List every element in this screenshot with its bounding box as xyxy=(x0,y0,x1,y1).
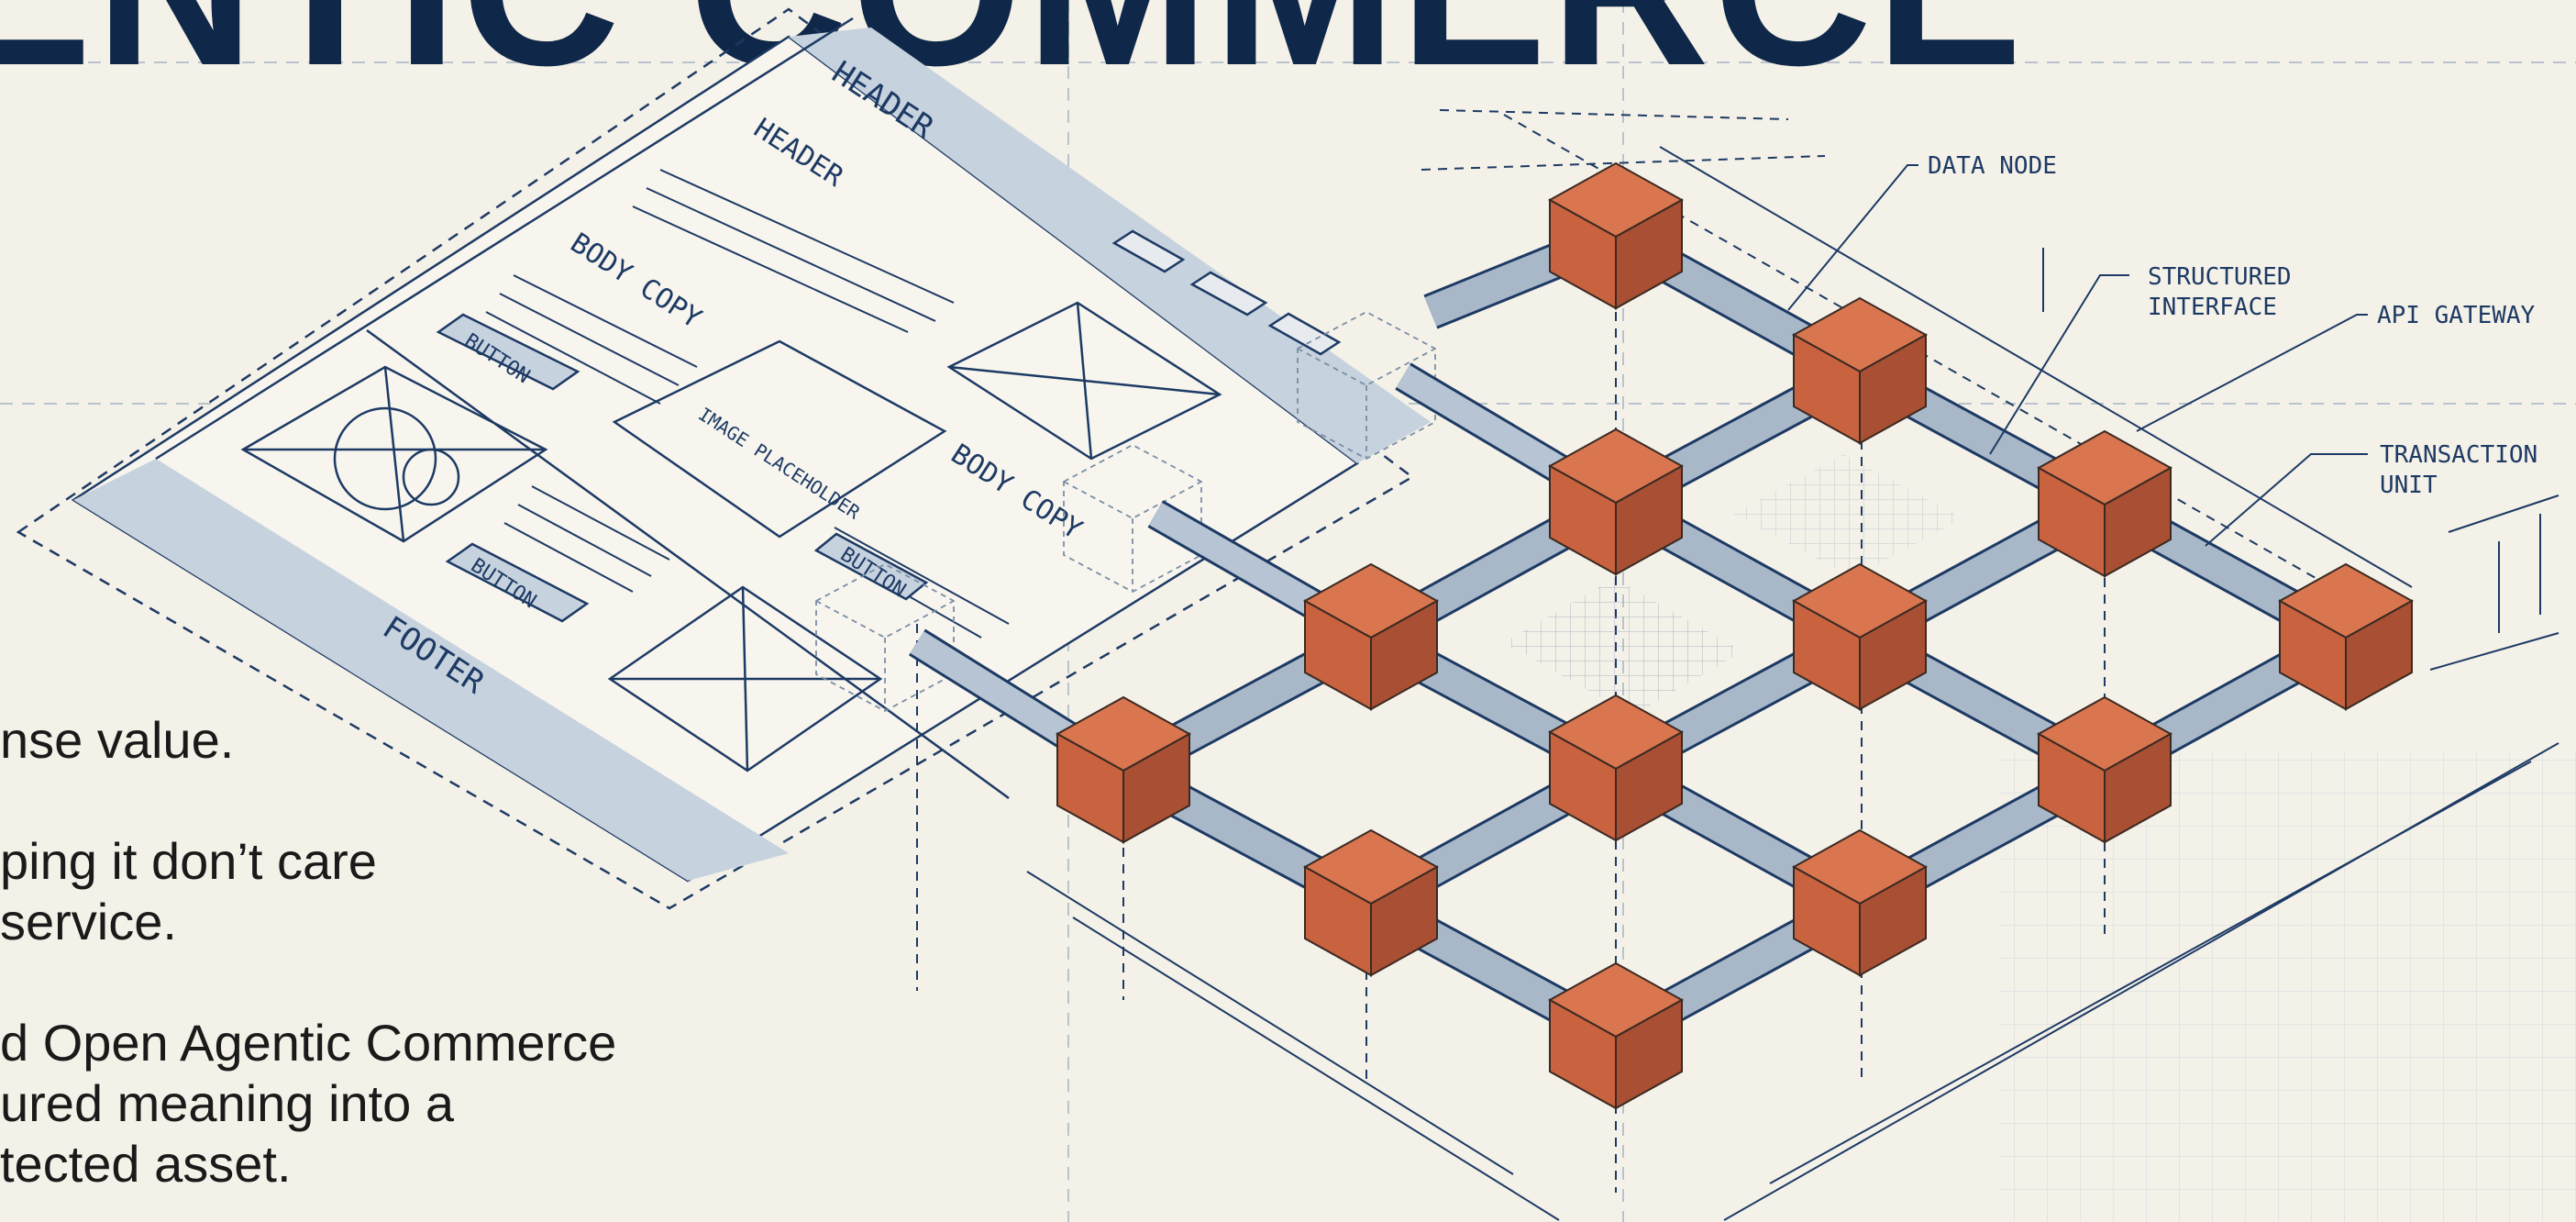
paragraph-3-line-2: ured meaning into a xyxy=(0,1074,455,1132)
paragraph-2-line-1: ping it don’t care xyxy=(0,832,377,890)
wireframe-header-band xyxy=(789,28,1431,463)
cube-right-face xyxy=(1370,865,1438,977)
wireframe-footer-band xyxy=(73,459,789,881)
paragraph-3-line-3: tected asset. xyxy=(0,1135,292,1193)
paragraph-2-line-2: service. xyxy=(0,893,177,950)
cube-right-face xyxy=(1859,333,1927,445)
callout-api-gateway: API GATEWAY xyxy=(2377,302,2536,329)
wireframe-nav-pill-1 xyxy=(1111,229,1186,273)
data-node-cube-1 xyxy=(1547,161,1685,310)
data-node-cube-3 xyxy=(2036,429,2173,578)
callout-transaction-unit-line-1: TRANSACTION xyxy=(2380,441,2537,469)
data-node-cube-8 xyxy=(1302,562,1440,711)
cube-right-face xyxy=(1615,730,1683,842)
data-node-cube-7 xyxy=(2036,695,2173,844)
data-node-cube-2 xyxy=(1791,296,1929,445)
cube-right-face xyxy=(2104,732,2172,844)
cube-right-face xyxy=(1859,865,1927,977)
wireframe-button-1 xyxy=(436,313,580,391)
cube-right-face xyxy=(2345,599,2413,711)
wireframe-nav-pill-2 xyxy=(1189,271,1268,317)
leader-structured-interface xyxy=(1989,274,2129,455)
mesh-patch-upper xyxy=(1733,454,1962,578)
wireframe-button-2 xyxy=(445,542,590,623)
mesh-patch-center xyxy=(1504,578,1742,716)
cube-right-face xyxy=(1615,998,1683,1110)
callout-structured-interface-line-2: INTERFACE xyxy=(2148,294,2277,321)
headline: ENTIC COMMERCE xyxy=(0,0,2026,111)
callout-data-node: DATA NODE xyxy=(1928,152,2057,180)
cube-right-face xyxy=(1615,198,1683,310)
callout-transaction-unit-line-2: UNIT xyxy=(2380,472,2438,499)
data-node-cube-6 xyxy=(1791,562,1929,711)
wireframe-image-placeholder xyxy=(612,339,947,539)
data-node-cube-13 xyxy=(1547,961,1685,1110)
body-paragraphs: nse value. ping it don’t care service. d… xyxy=(0,711,616,1193)
cube-right-face xyxy=(1615,464,1683,576)
data-node-cube-4 xyxy=(2277,562,2415,711)
data-node-cube-11 xyxy=(1055,695,1192,844)
callout-labels: DATA NODE STRUCTURED INTERFACE API GATEW… xyxy=(1928,152,2537,499)
leader-transaction-unit xyxy=(2205,453,2368,547)
wireframe-shadow-outline xyxy=(16,7,1415,910)
wireframe-page xyxy=(16,7,1431,910)
cube-right-face xyxy=(2104,466,2172,578)
data-node-cubes xyxy=(1055,161,2415,1110)
cube-right-face xyxy=(1859,599,1927,711)
leader-api-gateway xyxy=(2136,314,2368,432)
data-node-cube-9 xyxy=(1547,694,1685,842)
data-node-cube-10 xyxy=(1791,828,1929,977)
paragraph-1-line-1: nse value. xyxy=(0,711,234,769)
cube-right-face xyxy=(1122,732,1190,844)
leader-data-node xyxy=(1787,164,1918,311)
data-node-cube-5 xyxy=(1547,428,1685,576)
callout-structured-interface-line-1: STRUCTURED xyxy=(2148,263,2292,291)
ghost-cubes xyxy=(815,310,1436,713)
wireframe-nav-pill-3 xyxy=(1267,312,1342,356)
callout-leaders xyxy=(1787,164,2368,547)
wireframe-button-3 xyxy=(813,532,929,601)
paragraph-3-line-1: d Open Agentic Commerce xyxy=(0,1014,616,1072)
data-node-cube-12 xyxy=(1302,828,1440,977)
cube-right-face xyxy=(1370,599,1438,711)
